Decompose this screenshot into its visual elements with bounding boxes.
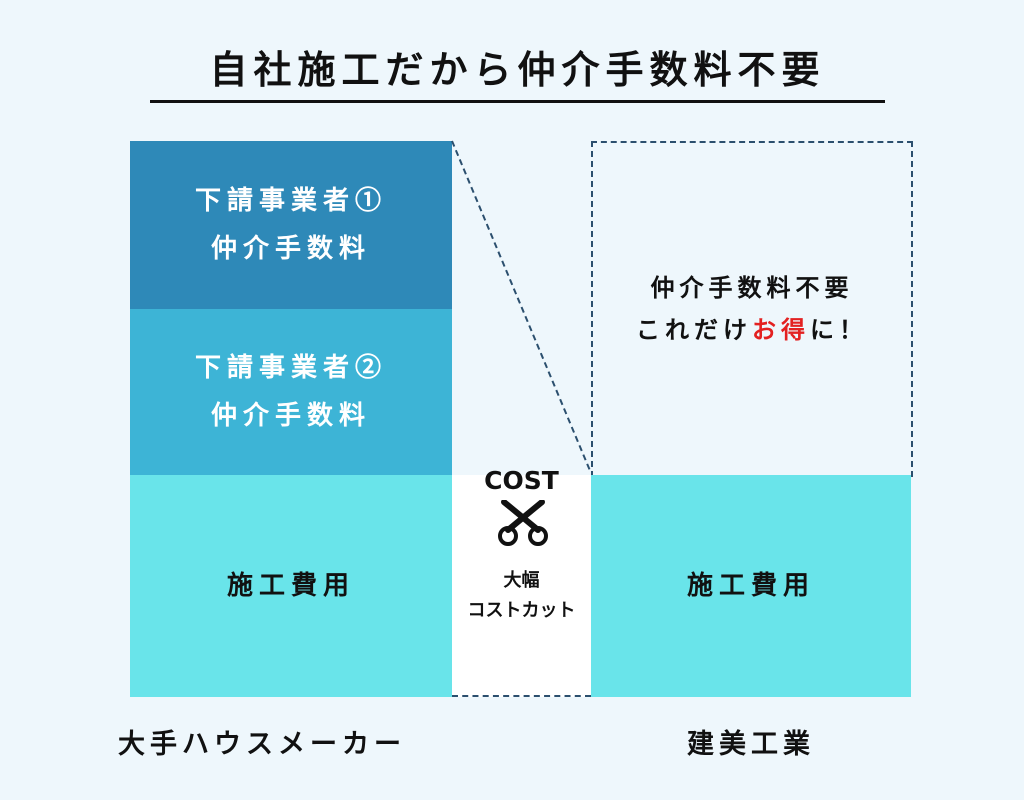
cost-cut-line-2: コストカット bbox=[467, 600, 576, 621]
subcontractor-1-label: 下請事業者① bbox=[194, 186, 387, 216]
major-housemaker-label: 大手ハウスメーカー bbox=[118, 729, 406, 760]
cost-cut-caption: 大幅 コストカット bbox=[452, 566, 591, 626]
cost-text: COST bbox=[484, 466, 559, 495]
subcontractor-1-fee-block: 下請事業者① 仲介手数料 bbox=[130, 141, 452, 309]
gap-bottom-dashed-line bbox=[452, 695, 591, 697]
left-construction-cost-label: 施工費用 bbox=[226, 571, 355, 601]
left-construction-cost-block: 施工費用 bbox=[130, 475, 452, 697]
right-construction-cost-block: 施工費用 bbox=[591, 475, 911, 697]
title-underline bbox=[150, 100, 885, 103]
cost-cut-line-1: 大幅 bbox=[503, 570, 540, 591]
subcontractor-2-label: 下請事業者② bbox=[194, 353, 387, 383]
scissors-icon bbox=[498, 500, 548, 546]
savings-suffix: に！ bbox=[810, 315, 868, 344]
subcontractor-2-fee-block: 下請事業者② 仲介手数料 bbox=[130, 309, 452, 475]
savings-highlight: お得 bbox=[752, 315, 810, 344]
right-construction-cost-label: 施工費用 bbox=[686, 571, 815, 601]
no-fee-dashed-box: 仲介手数料不要 これだけお得に！ bbox=[591, 141, 913, 477]
subcontractor-2-fee-label: 仲介手数料 bbox=[210, 401, 371, 431]
kenbi-kogyo-label: 建美工業 bbox=[687, 729, 815, 760]
subcontractor-1-fee-label: 仲介手数料 bbox=[210, 234, 371, 264]
no-fee-line: 仲介手数料不要 bbox=[650, 273, 854, 302]
page-title: 自社施工だから仲介手数料不要 bbox=[209, 47, 826, 92]
savings-line: これだけお得に！ bbox=[636, 309, 868, 351]
cost-cut-gap bbox=[452, 475, 591, 697]
savings-prefix: これだけ bbox=[636, 315, 752, 344]
